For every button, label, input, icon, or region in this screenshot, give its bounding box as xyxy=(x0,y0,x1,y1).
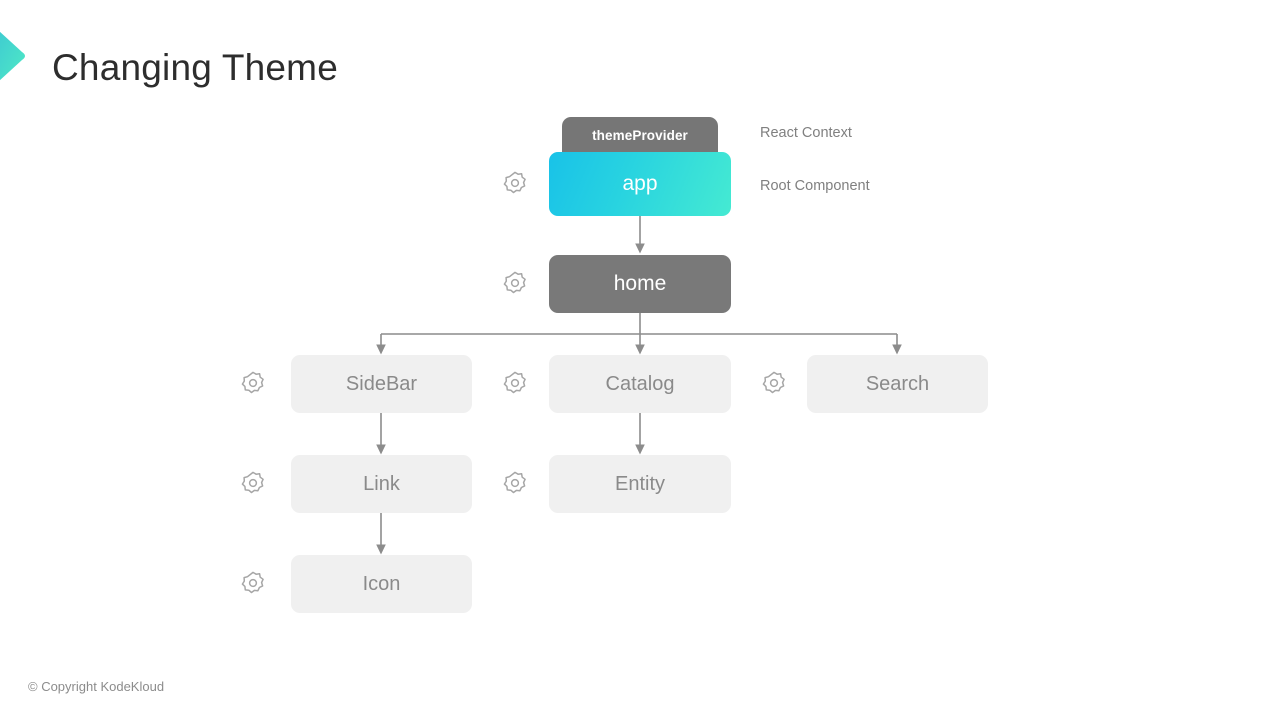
node-search[interactable]: Search xyxy=(807,355,988,413)
node-entity-label: Entity xyxy=(614,472,666,495)
node-icon[interactable]: Icon xyxy=(291,555,472,613)
node-catalog[interactable]: Catalog xyxy=(549,355,731,413)
node-link-label: Link xyxy=(363,472,400,495)
annotation-root-component: Root Component xyxy=(760,178,870,194)
node-sidebar[interactable]: SideBar xyxy=(291,355,472,413)
gear-icon-entity[interactable] xyxy=(500,469,530,499)
node-sidebar-label: SideBar xyxy=(345,372,418,395)
node-link[interactable]: Link xyxy=(291,455,472,513)
node-app[interactable]: app xyxy=(549,152,731,216)
node-catalog-label: Catalog xyxy=(605,372,675,395)
node-icon-label: Icon xyxy=(362,572,401,595)
brand-chevron-logo xyxy=(0,31,25,81)
node-app-label: app xyxy=(622,172,658,195)
page-title: Changing Theme xyxy=(52,47,338,88)
node-themeprovider[interactable]: themeProvider xyxy=(562,117,718,157)
node-home-label: home xyxy=(613,272,667,295)
gear-icon-search[interactable] xyxy=(759,369,789,399)
node-home[interactable]: home xyxy=(549,255,731,313)
gear-icon-link[interactable] xyxy=(238,469,268,499)
annotation-react-context: React Context xyxy=(760,125,852,141)
gear-icon-home[interactable] xyxy=(500,269,530,299)
node-entity[interactable]: Entity xyxy=(549,455,731,513)
footer-copyright: © Copyright KodeKloud xyxy=(28,679,165,694)
node-themeprovider-label: themeProvider xyxy=(592,127,688,143)
gear-icon-icon[interactable] xyxy=(238,569,268,599)
gear-icon-app[interactable] xyxy=(500,169,530,199)
gear-icon-catalog[interactable] xyxy=(500,369,530,399)
node-search-label: Search xyxy=(865,372,930,395)
gear-icon-sidebar[interactable] xyxy=(238,369,268,399)
